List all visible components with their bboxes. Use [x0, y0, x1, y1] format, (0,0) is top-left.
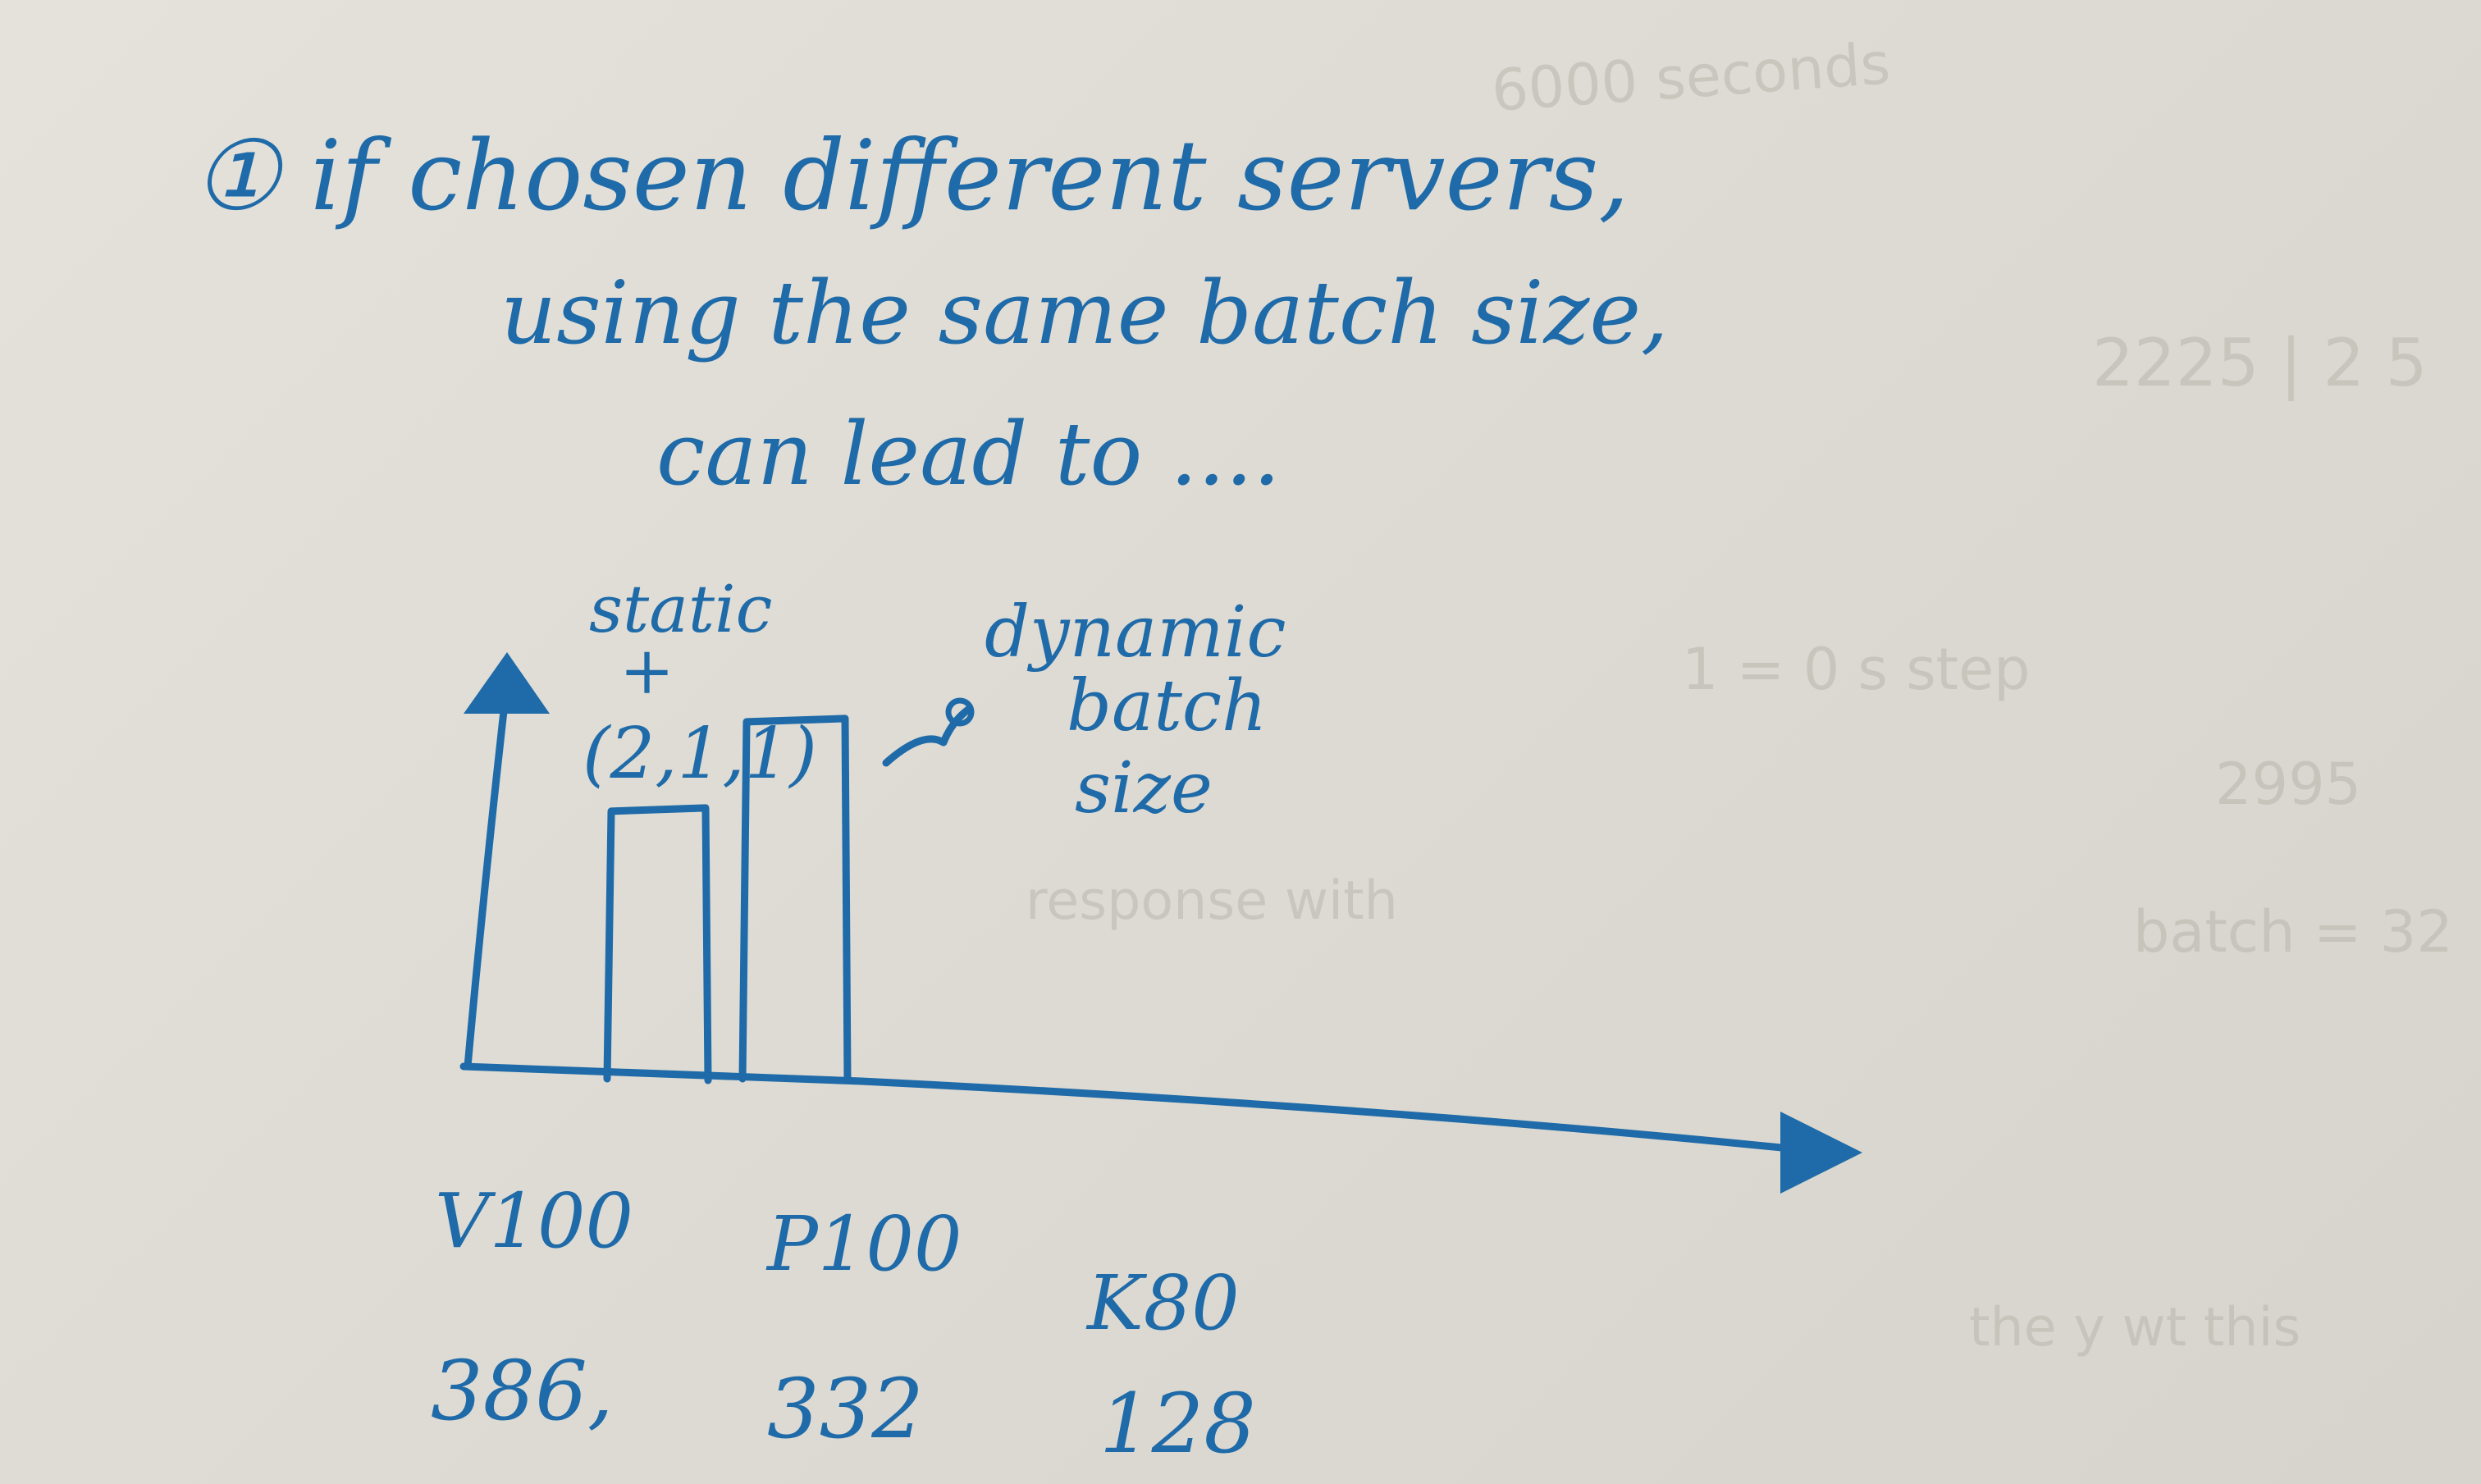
- svg-text:1 = 0 s step: 1 = 0 s step: [1682, 636, 2031, 703]
- annotation-arrow-curve: [882, 705, 972, 767]
- server-value-p100: 332: [767, 1361, 924, 1457]
- svg-text:response with: response with: [1026, 870, 1398, 932]
- server-name-p100: P100: [765, 1200, 962, 1288]
- server-value-v100: 386,: [431, 1343, 614, 1439]
- label-size: size: [1075, 747, 1213, 829]
- x-axis: [459, 1062, 1834, 1157]
- server-name-k80: K80: [1085, 1259, 1240, 1347]
- bar-dynamic: [738, 715, 852, 1084]
- svg-text:2225 | 2 5: 2225 | 2 5: [2092, 325, 2428, 402]
- x-axis-arrowhead: [1780, 1112, 1862, 1194]
- label-dynamic: dynamic: [985, 591, 1286, 674]
- server-value-k80: 128: [1099, 1376, 1256, 1472]
- y-axis-arrowhead: [464, 652, 550, 714]
- annotation-arrow-dot: [945, 697, 975, 727]
- note-line-2: using the same batch size,: [500, 263, 1669, 363]
- note-line-1: ① if chosen different servers,: [193, 119, 1629, 232]
- svg-text:2995: 2995: [2215, 751, 2361, 818]
- svg-text:batch = 32: batch = 32: [2133, 898, 2453, 966]
- svg-text:the y wt this: the y wt this: [1969, 1297, 2301, 1358]
- svg-text:6000 seconds: 6000 seconds: [1489, 30, 1892, 125]
- label-static: static: [589, 571, 772, 647]
- label-batch: batch: [1067, 665, 1267, 747]
- label-plus: +: [619, 632, 674, 709]
- label-tuple: (2,1,1): [583, 713, 817, 795]
- bleed-through-writing: 6000 seconds 2225 | 2 5 1 = 0 s step 299…: [1026, 30, 2453, 1358]
- bar-static: [603, 804, 712, 1084]
- bar-group: [603, 715, 852, 1084]
- y-axis: [464, 700, 509, 1071]
- note-line-3: can lead to ....: [656, 404, 1281, 505]
- server-name-v100: V100: [435, 1177, 633, 1265]
